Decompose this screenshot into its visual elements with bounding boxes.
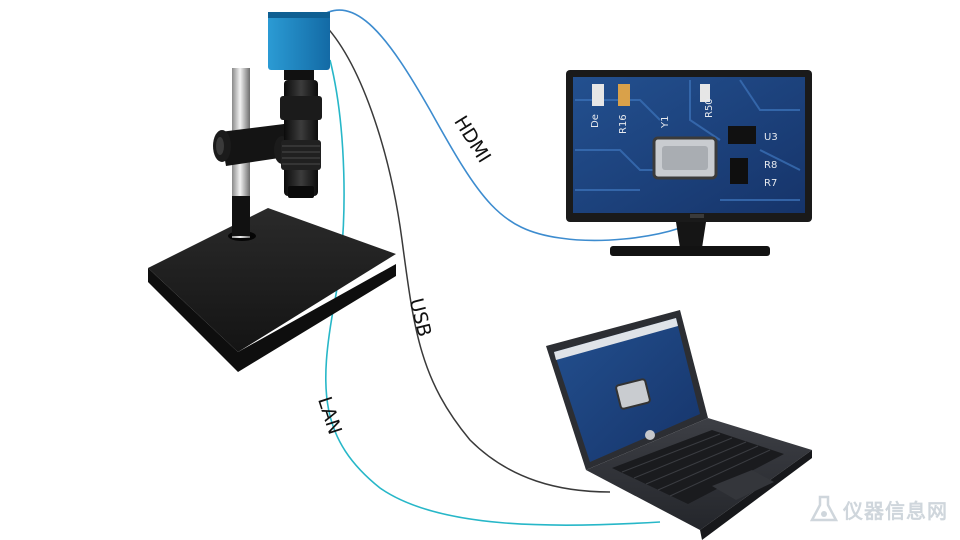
camera-mount xyxy=(284,70,314,80)
hdmi-cable xyxy=(317,9,681,242)
microscope-camera xyxy=(268,12,330,198)
monitor-neck xyxy=(676,222,706,248)
camera-body xyxy=(268,12,330,70)
watermark: 仪器信息网 xyxy=(809,494,948,524)
laptop-logo xyxy=(645,430,655,440)
laptop-touchpad xyxy=(712,470,774,500)
silkscreen-label: R50 xyxy=(704,98,715,118)
silkscreen-label: R16 xyxy=(618,114,629,134)
silkscreen-label: R8 xyxy=(764,160,777,171)
silkscreen-label: U3 xyxy=(764,132,778,143)
watermark-text: 仪器信息网 xyxy=(843,498,948,523)
chip-u3 xyxy=(728,126,756,144)
screen-silkscreen-labels: De R16 Y1 R50 U3 R8 R7 xyxy=(590,98,778,189)
flask-icon xyxy=(809,495,839,522)
silkscreen-label: Y1 xyxy=(660,116,671,129)
stand-base-top xyxy=(148,208,396,352)
silkscreen-label: R7 xyxy=(764,178,777,189)
lan-cable xyxy=(324,59,661,527)
silkscreen-label: De xyxy=(590,114,601,128)
cables xyxy=(317,9,681,527)
monitor-foot xyxy=(610,246,770,256)
microscope-stand xyxy=(148,68,396,372)
usb-cable xyxy=(321,21,611,493)
laptop-screen-chip xyxy=(615,378,651,410)
laptop xyxy=(546,310,812,540)
desktop-monitor: De R16 Y1 R50 U3 R8 R7 xyxy=(566,70,812,256)
laptop-keyboard xyxy=(612,430,784,504)
stand-base-side xyxy=(148,264,396,372)
